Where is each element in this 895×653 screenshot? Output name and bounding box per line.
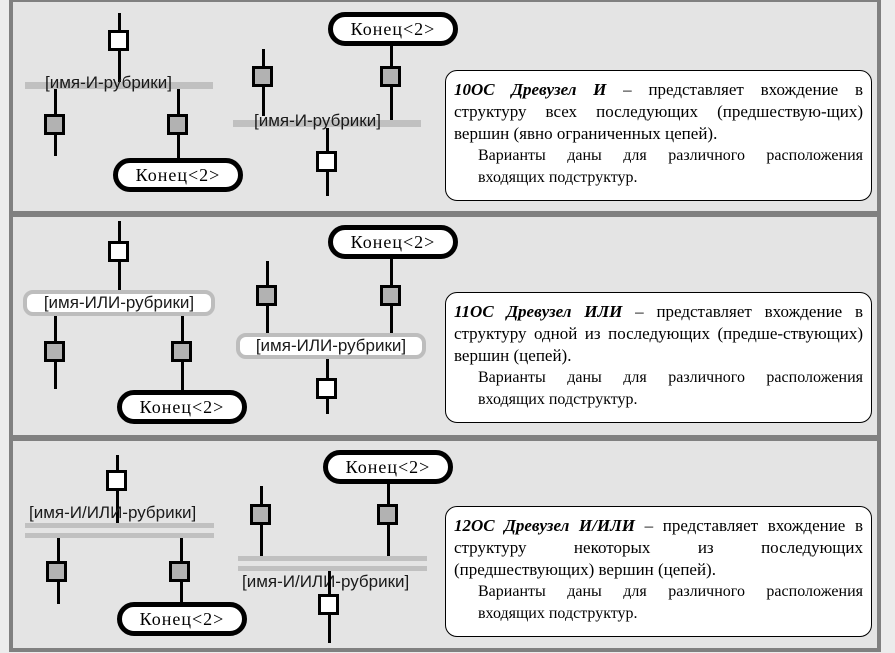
and-node-bar — [25, 82, 213, 89]
description-text: представляет вхождение в структуру всех … — [454, 80, 863, 143]
and-node-label: [имя-И-рубрики] — [45, 73, 172, 92]
and-or-node-label: [имя-И/ИЛИ-рубрики] — [29, 503, 197, 522]
step-block-gray — [44, 341, 65, 362]
terminal-end: Конец<2> — [323, 450, 453, 484]
description-note: Варианты даны для различного расположени… — [478, 583, 863, 622]
description-and-or-node: 12ОС Древузел И/ИЛИ – представляет вхожд… — [445, 506, 872, 637]
description-and-node: 10ОС Древузел И – представляет вхождение… — [445, 70, 872, 201]
or-node-box: [имя-ИЛИ-рубрики] — [236, 333, 426, 359]
description-note: Варианты даны для различного расположени… — [478, 369, 863, 408]
step-block-gray — [171, 341, 192, 362]
terminal-end: Конец<2> — [117, 390, 247, 424]
step-block-white — [106, 470, 127, 491]
step-block-gray — [167, 114, 188, 135]
description-note: Варианты даны для различного расположени… — [478, 147, 863, 186]
description-or-node: 11ОС Древузел ИЛИ – представляет вхожден… — [445, 292, 872, 423]
description-heading: 11ОС Древузел ИЛИ — [454, 302, 623, 321]
step-block-white — [318, 594, 339, 615]
step-block-gray — [250, 504, 271, 525]
step-block-white — [316, 151, 337, 172]
step-block-white — [108, 30, 129, 51]
description-heading: 10ОС Древузел И — [454, 80, 607, 99]
description-heading: 12ОС Древузел И/ИЛИ — [454, 516, 635, 535]
terminal-end: Конец<2> — [328, 12, 458, 46]
step-block-gray — [256, 285, 277, 306]
and-node-bar — [233, 120, 421, 127]
step-block-gray — [380, 66, 401, 87]
and-or-node-bar-top — [238, 556, 427, 561]
step-block-gray — [44, 114, 65, 135]
terminal-end: Конец<2> — [117, 602, 247, 636]
step-block-gray — [377, 504, 398, 525]
or-node-box: [имя-ИЛИ-рубрики] — [23, 290, 215, 316]
step-block-white — [316, 378, 337, 399]
step-block-gray — [380, 285, 401, 306]
step-block-gray — [46, 561, 67, 582]
terminal-end: Конец<2> — [328, 225, 458, 259]
step-block-gray — [252, 66, 273, 87]
and-node-label: [имя-И-рубрики] — [254, 111, 381, 130]
step-block-white — [108, 241, 129, 262]
and-or-node-bar-top — [25, 523, 214, 528]
and-or-node-label: [имя-И/ИЛИ-рубрики] — [242, 572, 410, 591]
terminal-end: Конец<2> — [113, 158, 243, 192]
description-text: представляет вхождение в структуру некот… — [454, 516, 863, 579]
description-text: представляет вхождение в структуру одной… — [454, 302, 864, 365]
and-or-node-bar-bottom — [238, 566, 427, 571]
step-block-gray — [169, 561, 190, 582]
and-or-node-bar-bottom — [25, 533, 214, 538]
